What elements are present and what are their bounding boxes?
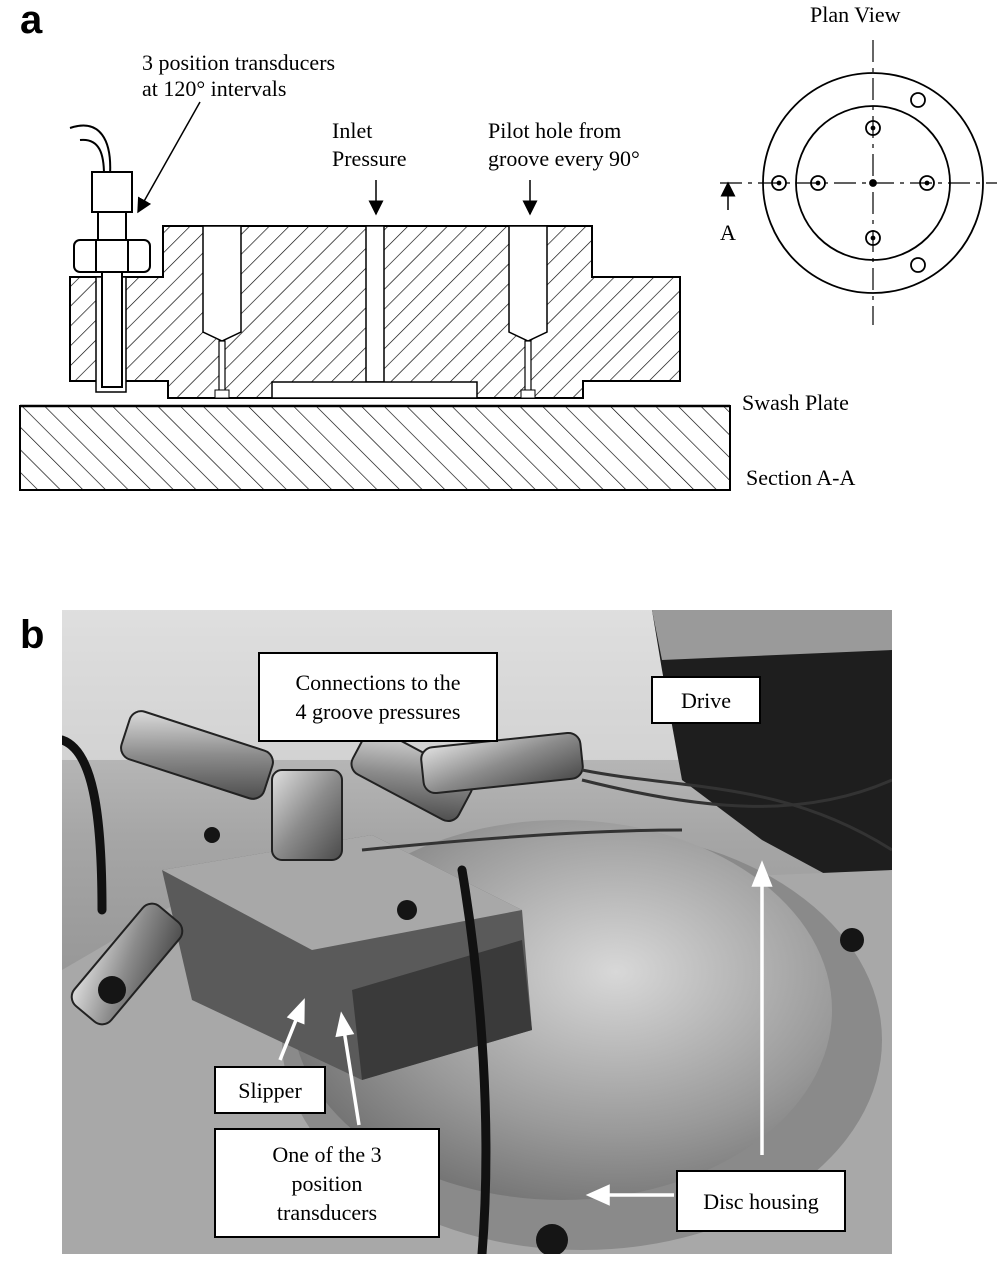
- swash-plate: [19, 404, 731, 491]
- transducers-leader: [137, 101, 201, 214]
- transducers-label-line2: at 120° intervals: [142, 76, 286, 101]
- inlet-label-line1: Inlet: [332, 118, 372, 143]
- transducer-line2: position: [291, 1170, 363, 1196]
- slipper-label: Slipper: [238, 1077, 302, 1103]
- drive-label: Drive: [680, 687, 732, 713]
- inlet-label-line2: Pressure: [332, 146, 407, 171]
- plan-view: [720, 40, 997, 325]
- pilot-label-line1: Pilot hole from: [488, 118, 621, 143]
- panel-b-letter: b: [20, 613, 45, 657]
- section-marker-label: A: [720, 220, 736, 245]
- slipper-callout: Slipper: [214, 1066, 326, 1114]
- connections-line1: Connections to the: [295, 670, 461, 695]
- swash-plate-label: Swash Plate: [742, 390, 849, 415]
- pilot-label-line2: groove every 90°: [488, 146, 640, 171]
- test-rig-photograph: Connections to the 4 groove pressures Dr…: [62, 610, 892, 1254]
- position-transducer: [69, 124, 151, 388]
- slipper-rig-section-drawing: Plan View 3 position transducers at 120°…: [19, 2, 997, 491]
- transducer-line3: transducers: [276, 1199, 378, 1225]
- transducer-callout: One of the 3 position transducers: [214, 1128, 440, 1238]
- panel-a-letter: a: [20, 0, 43, 42]
- connections-callout: Connections to the 4 groove pressures: [258, 652, 498, 742]
- disc-housing-callout: Disc housing: [676, 1170, 846, 1232]
- transducer-line1: One of the 3: [272, 1141, 382, 1167]
- housing-section: [69, 225, 681, 399]
- plan-view-label: Plan View: [810, 2, 901, 27]
- section-label: Section A-A: [746, 465, 855, 490]
- disc-housing-label: Disc housing: [703, 1188, 819, 1214]
- connections-line2: 4 groove pressures: [295, 699, 461, 724]
- drive-callout: Drive: [651, 676, 761, 724]
- transducers-label-line1: 3 position transducers: [142, 50, 335, 75]
